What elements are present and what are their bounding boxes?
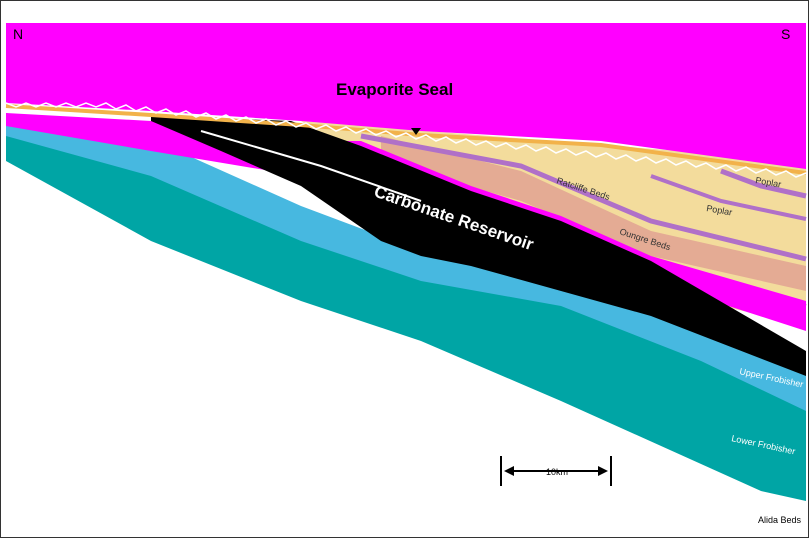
evaporite-seal-label: Evaporite Seal	[336, 80, 453, 99]
lower-frobisher-layer	[6, 116, 806, 501]
purple-band-3	[720, 168, 807, 199]
poplar-upper-label: Poplar	[755, 175, 782, 189]
upper-frobisher-layer	[6, 113, 806, 411]
scale-bar	[500, 456, 612, 486]
north-label: N	[13, 26, 23, 42]
ratcliffe-layer	[381, 136, 806, 291]
scale-bar-label: 10km	[546, 467, 568, 477]
purple-band-4	[650, 174, 807, 221]
purple-band-1	[360, 133, 807, 262]
evaporite-seal-layer	[6, 23, 806, 169]
magenta-wedge	[6, 113, 806, 331]
alida-beds-label: Alida Beds	[758, 515, 802, 525]
seal-contact-zigzag	[5, 102, 807, 178]
marker-arrow-icon	[411, 128, 421, 135]
south-label: S	[781, 26, 790, 42]
reservoir-streak	[200, 130, 422, 202]
seal-contact-band	[5, 104, 807, 175]
carbonate-reservoir-layer	[151, 116, 806, 376]
poplar-lower-label: Poplar	[706, 203, 733, 217]
